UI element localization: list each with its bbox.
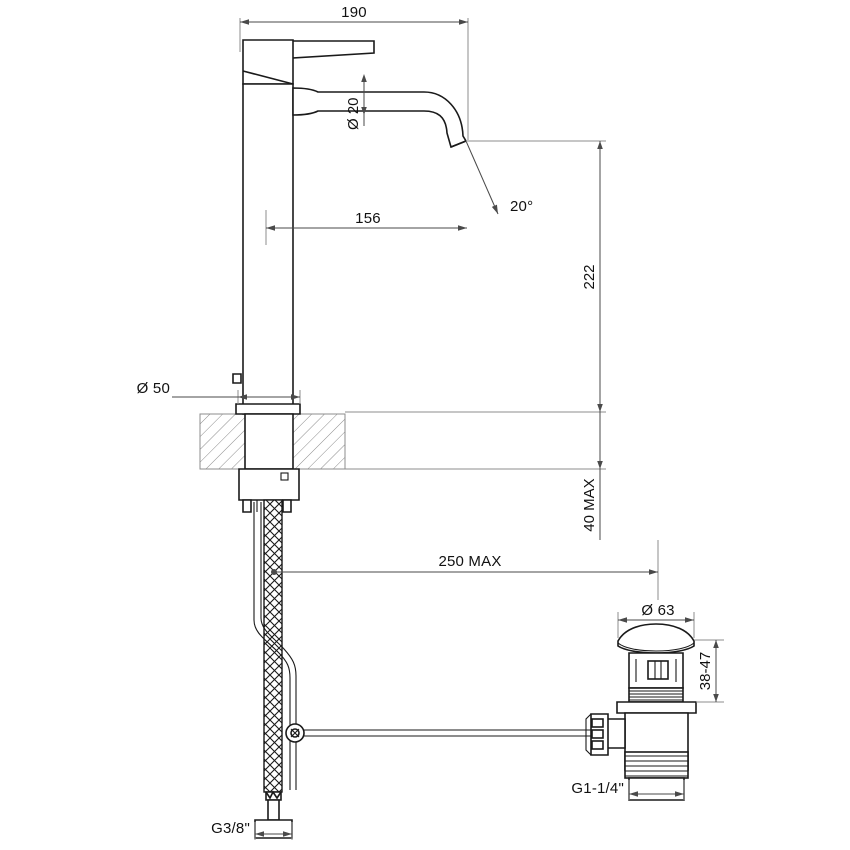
dimension-diameter-20-label: Ø 20 bbox=[345, 97, 362, 130]
cartridge-housing bbox=[242, 39, 294, 85]
pop-up-rod bbox=[285, 723, 604, 743]
mounting-shank bbox=[244, 413, 294, 470]
dimension-190-label: 190 bbox=[341, 4, 367, 21]
dimension-222-label: 222 bbox=[581, 264, 598, 289]
waste-upper-thread bbox=[628, 687, 684, 703]
dimension-diameter-63: Ø 63 bbox=[617, 602, 695, 638]
waste-rod-nut bbox=[585, 713, 609, 756]
dimension-thread-g114: G1-1/4" bbox=[571, 780, 685, 800]
waste-outlet-tube bbox=[628, 777, 685, 801]
dimension-38-47: 38-47 bbox=[694, 639, 724, 703]
dimension-190: 190 bbox=[239, 4, 469, 140]
faucet-assembly bbox=[232, 39, 468, 839]
waste-lower-thread bbox=[624, 751, 689, 779]
dimension-38-47-label: 38-47 bbox=[697, 652, 714, 690]
waste-neck bbox=[628, 652, 684, 689]
secondary-supply-tube bbox=[253, 502, 297, 790]
dimension-thread-g38-label: G3/8" bbox=[211, 820, 250, 837]
dimension-250-max: 250 MAX bbox=[271, 540, 659, 600]
waste-flange bbox=[616, 701, 697, 714]
dimension-diameter-50-label: Ø 50 bbox=[137, 380, 170, 397]
dimension-thread-g114-label: G1-1/4" bbox=[571, 780, 624, 797]
dimension-40-max-label: 40 MAX bbox=[581, 478, 598, 531]
aerator-outlet bbox=[450, 140, 467, 148]
braided-hose bbox=[263, 499, 283, 793]
dimension-thread-g38: G3/8" bbox=[211, 820, 293, 840]
base-flange bbox=[232, 373, 301, 415]
dimension-250-max-label: 250 MAX bbox=[438, 553, 501, 570]
waste-cap bbox=[617, 623, 695, 654]
dimension-222: 222 bbox=[345, 140, 606, 413]
dimension-angle-20-label: 20° bbox=[510, 198, 533, 215]
waste-assembly bbox=[585, 623, 697, 801]
dimension-diameter-50: Ø 50 bbox=[137, 380, 301, 404]
dimension-diameter-63-label: Ø 63 bbox=[641, 602, 674, 619]
dimension-40-max: 40 MAX bbox=[345, 412, 606, 540]
riser-column bbox=[242, 83, 294, 415]
dimension-156: 156 bbox=[265, 210, 467, 245]
dimension-diameter-20: Ø 20 bbox=[345, 74, 367, 130]
dimension-156-label: 156 bbox=[355, 210, 381, 227]
mounting-nut bbox=[238, 468, 300, 513]
